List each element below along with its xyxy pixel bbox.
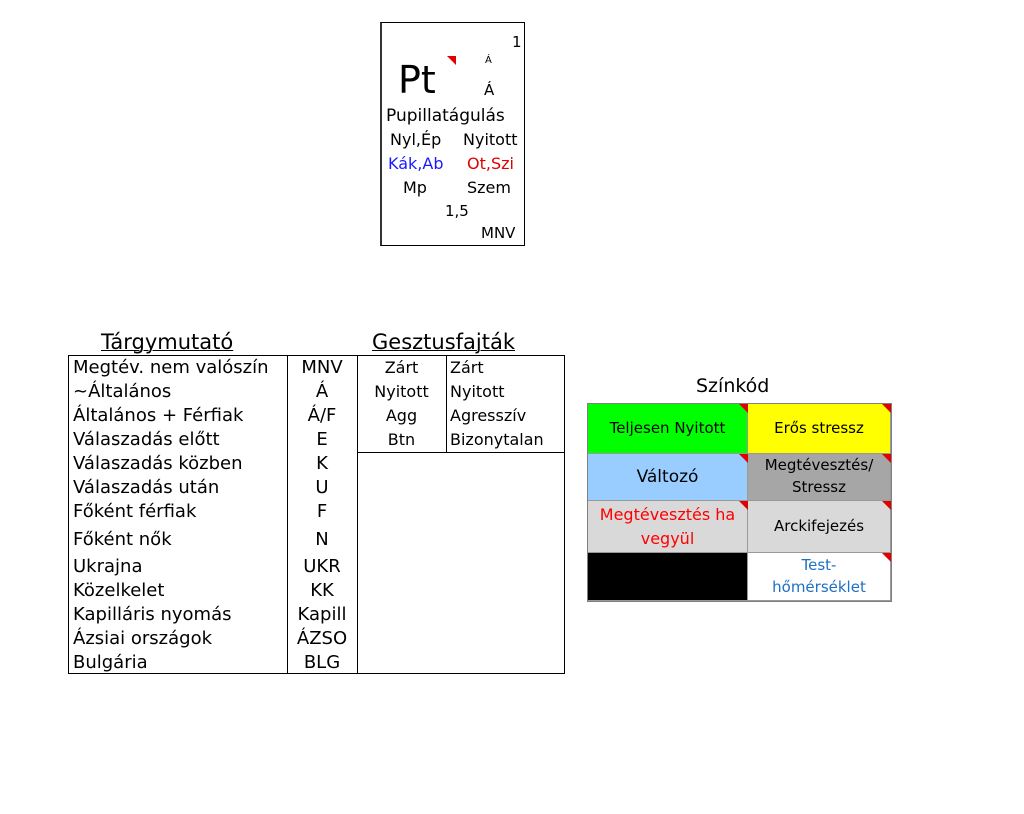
colorkey-cell: Megtévesztés/ Stressz <box>748 454 891 501</box>
element-card: 1 Pt Á Á Pupillatágulás Nyl,Ép Nyitott K… <box>380 22 525 246</box>
card-row1-left: Nyl,Ép <box>390 130 442 149</box>
colorkey-cell <box>588 553 748 601</box>
card-number: 1 <box>512 33 522 51</box>
card-name: Pupillatágulás <box>386 106 505 126</box>
comment-marker-icon <box>739 454 748 463</box>
colorkey-cell: Megtévesztés ha vegyül <box>588 501 748 553</box>
gesture-abbr: Btn <box>387 430 416 449</box>
comment-marker-icon <box>882 553 891 562</box>
card-small-mark: Á <box>485 55 492 66</box>
card-row2-left: Kák,Ab <box>388 154 444 173</box>
gesture-abbr: Agg <box>385 406 418 425</box>
gesture-full: Bizonytalan <box>450 430 544 449</box>
card-code: MNV <box>481 224 516 242</box>
index-title: Tárgymutató <box>101 330 234 354</box>
gestures-title: Gesztusfajták <box>372 330 516 354</box>
comment-marker-icon <box>447 56 456 65</box>
card-mark: Á <box>484 81 495 99</box>
card-row3-right: Szem <box>467 178 511 197</box>
colorkey-cell: Teljesen Nyitott <box>588 404 748 454</box>
colorkey-cell: Arckifejezés <box>748 501 891 553</box>
card-symbol: Pt <box>398 58 436 102</box>
gesture-full: Agresszív <box>450 406 527 425</box>
card-row3-left: Mp <box>403 178 427 197</box>
comment-marker-icon <box>882 404 891 413</box>
colorkey-cell: Erős stressz <box>748 404 891 454</box>
colorkey-title: Színkód <box>696 375 770 397</box>
gesture-full: Zárt <box>450 358 484 377</box>
comment-marker-icon <box>882 454 891 463</box>
comment-marker-icon <box>882 501 891 510</box>
comment-marker-icon <box>739 501 748 510</box>
gestures-divider <box>357 356 358 673</box>
comment-marker-icon <box>739 404 748 413</box>
colorkey-cell: Test-hőmérséklet <box>748 553 891 601</box>
card-row1-right: Nyitott <box>463 130 518 149</box>
colorkey-cell: Változó <box>588 454 748 501</box>
gesture-full: Nyitott <box>450 382 505 401</box>
gesture-abbr: Nyitott <box>374 382 429 401</box>
index-divider <box>287 356 288 673</box>
card-value: 1,5 <box>445 202 469 220</box>
gesture-abbr: Zárt <box>384 358 419 377</box>
card-row2-right: Ot,Szi <box>467 154 514 173</box>
gestures-inner-divider <box>446 356 447 452</box>
gestures-bottom-rule <box>357 452 565 453</box>
colorkey-grid: Teljesen Nyitott Erős stressz Változó Me… <box>587 403 892 602</box>
